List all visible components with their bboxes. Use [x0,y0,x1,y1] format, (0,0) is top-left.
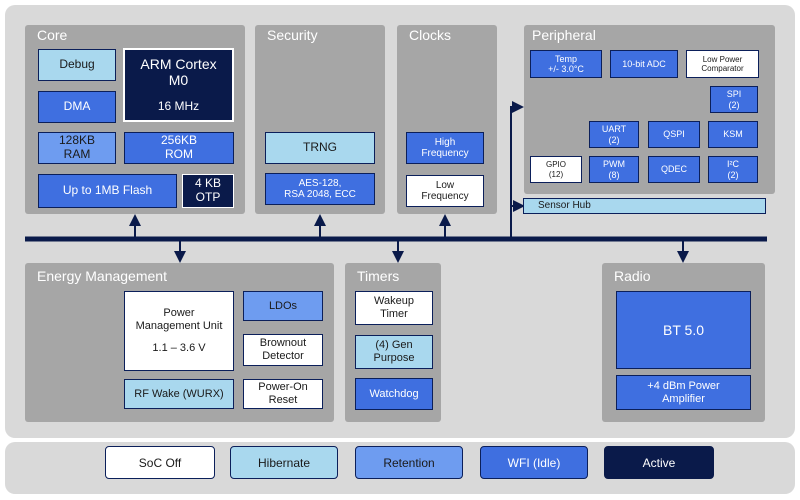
pmu-voltage-range: 1.1 – 3.6 V [152,342,206,355]
i2c-block: I²C (2) [708,156,758,183]
sensor-hub-label: Sensor Hub [538,200,591,212]
legend-active: Active [604,446,714,479]
qdec-block: QDEC [648,156,700,183]
power-management-unit-block: Power Management Unit 1.1 – 3.6 V [124,291,234,371]
low-power-comparator-block: Low Power Comparator [686,50,759,78]
trng-block: TRNG [265,132,375,164]
security-title: Security [267,27,318,43]
ksm-block: KSM [708,121,758,148]
sensor-hub-block: Sensor Hub [523,198,766,214]
ldos-block: LDOs [243,291,323,321]
wakeup-timer-block: Wakeup Timer [355,291,433,325]
debug-block: Debug [38,49,116,81]
rf-wake-block: RF Wake (WURX) [124,379,234,409]
ram-block: 128KB RAM [38,132,116,164]
uart-block: UART (2) [589,121,639,148]
arrow-to-peripheral [510,101,524,237]
low-frequency-clock: Low Frequency [406,175,484,207]
clocks-title: Clocks [409,27,452,43]
bluetooth-block: BT 5.0 [616,291,751,369]
dma-block: DMA [38,91,116,123]
cpu-frequency: 16 MHz [157,99,200,114]
spi-block: SPI (2) [710,86,758,113]
legend-soc-off: SoC Off [105,446,215,479]
power-amplifier-block: +4 dBm Power Amplifier [616,375,751,410]
power-on-reset-block: Power-On Reset [243,379,323,409]
peripheral-title: Peripheral [532,27,596,43]
cpu-name: ARM Cortex M0 [140,56,217,89]
legend-hibernate: Hibernate [230,446,338,479]
adc-block: 10-bit ADC [610,50,678,78]
cpu-block: ARM Cortex M0 16 MHz [123,48,234,122]
pmu-label: Power Management Unit [135,307,223,332]
rom-block: 256KB ROM [124,132,234,164]
radio-title: Radio [614,268,651,284]
high-frequency-clock: High Frequency [406,132,484,164]
watchdog-block: Watchdog [355,378,433,410]
temp-sensor-block: Temp +/- 3.0°C [530,50,602,78]
core-title: Core [37,27,68,43]
brownout-detector-block: Brownout Detector [243,334,323,366]
pwm-block: PWM (8) [589,156,639,183]
general-purpose-timers-block: (4) Gen Purpose [355,335,433,369]
flash-block: Up to 1MB Flash [38,174,177,208]
qspi-block: QSPI [648,121,700,148]
legend-wfi-idle: WFI (Idle) [480,446,588,479]
legend-retention: Retention [355,446,463,479]
gpio-block: GPIO (12) [530,156,582,183]
timers-title: Timers [357,268,400,284]
energy-title: Energy Management [37,268,167,284]
otp-block: 4 KB OTP [182,174,234,208]
aes-block: AES-128, RSA 2048, ECC [265,173,375,205]
